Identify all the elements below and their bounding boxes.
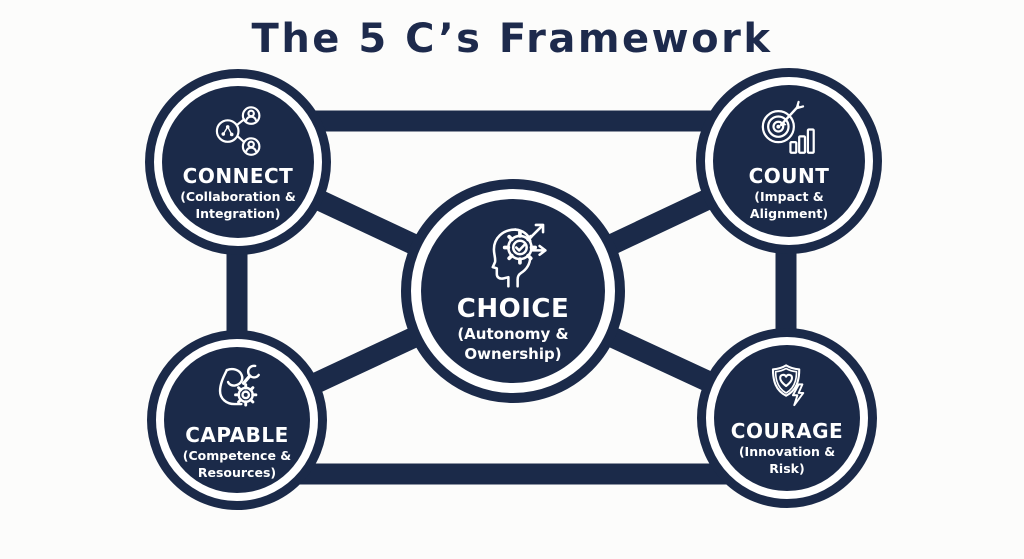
head-gear-arrows-icon bbox=[491, 223, 547, 288]
network-people-icon bbox=[215, 106, 261, 157]
shield-heart-bolt-icon bbox=[771, 364, 805, 407]
node-count-title: COUNT bbox=[748, 164, 830, 189]
node-courage-title: COURAGE bbox=[730, 419, 844, 444]
node-courage-subtitle: (Innovation & Risk) bbox=[738, 444, 836, 476]
node-count-subtitle: (Impact & Alignment) bbox=[749, 189, 829, 221]
node-courage: COURAGE (Innovation & Risk) bbox=[697, 328, 877, 508]
node-capable-body: CAPABLE (Competence & Resources) bbox=[164, 347, 310, 493]
node-connect-title: CONNECT bbox=[182, 164, 294, 189]
node-capable-subtitle: (Competence & Resources) bbox=[182, 448, 292, 480]
node-count: COUNT (Impact & Alignment) bbox=[696, 68, 882, 254]
node-connect-body: CONNECT (Collaboration & Integration) bbox=[162, 86, 314, 238]
node-count-body: COUNT (Impact & Alignment) bbox=[713, 85, 865, 237]
node-capable: CAPABLE (Competence & Resources) bbox=[147, 330, 327, 510]
node-choice-subtitle: (Autonomy & Ownership) bbox=[457, 325, 569, 363]
node-choice: CHOICE (Autonomy & Ownership) bbox=[401, 179, 625, 403]
node-courage-body: COURAGE (Innovation & Risk) bbox=[714, 345, 860, 491]
node-connect: CONNECT (Collaboration & Integration) bbox=[145, 69, 331, 255]
node-connect-subtitle: (Collaboration & Integration) bbox=[180, 189, 296, 221]
page-title: The 5 C’s Framework bbox=[251, 16, 773, 62]
node-capable-title: CAPABLE bbox=[185, 423, 289, 448]
node-choice-body: CHOICE (Autonomy & Ownership) bbox=[421, 199, 605, 383]
bicep-wrench-gear-icon bbox=[218, 364, 261, 407]
node-choice-title: CHOICE bbox=[456, 293, 570, 324]
target-arrow-bars-icon bbox=[761, 101, 815, 155]
